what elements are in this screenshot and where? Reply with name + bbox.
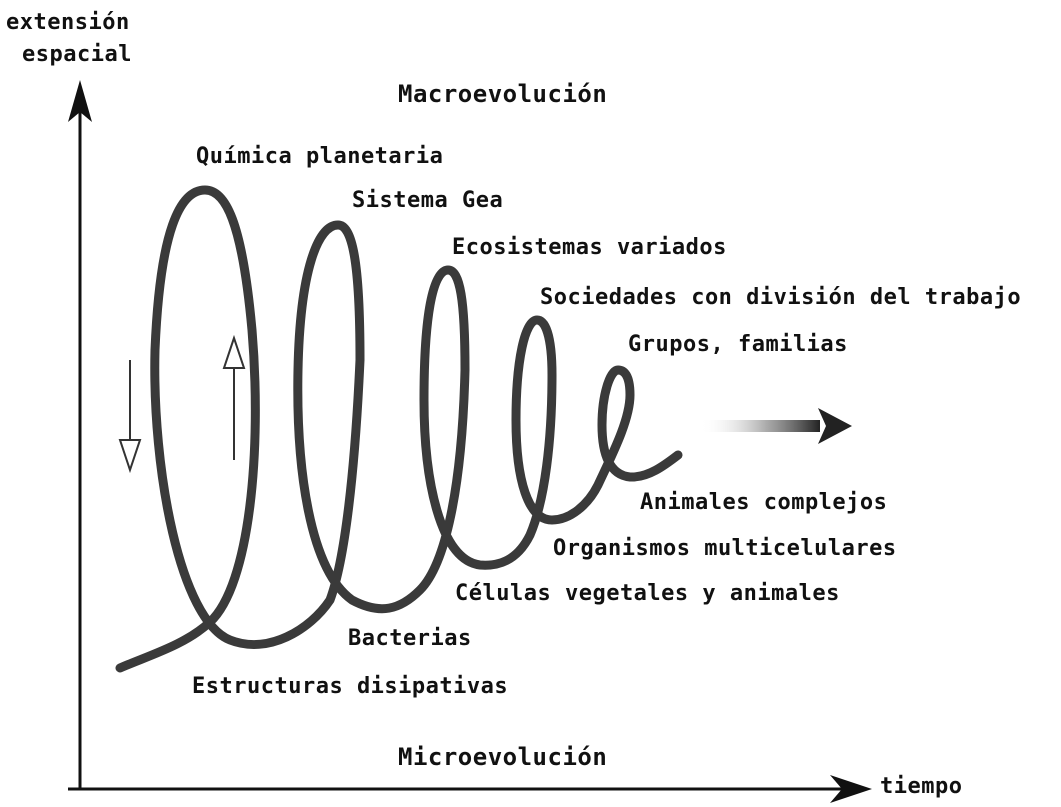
x-axis-label: tiempo (880, 774, 963, 799)
label-sociedades: Sociedades con división del trabajo (540, 285, 1022, 310)
label-organismos-multicelulares: Organismos multicelulares (553, 536, 897, 561)
label-estructuras-disipativas: Estructuras disipativas (192, 674, 509, 699)
axes (68, 80, 872, 803)
label-quimica-planetaria: Química planetaria (196, 144, 444, 169)
label-celulas: Células vegetales y animales (455, 581, 840, 606)
label-ecosistemas-variados: Ecosistemas variados (452, 235, 727, 260)
evolution-spiral (115, 185, 683, 673)
down-arrow-icon (118, 360, 142, 474)
x-axis-arrowhead (830, 775, 872, 803)
label-animales-complejos: Animales complejos (640, 490, 888, 515)
y-axis-label-line2: espacial (22, 42, 132, 67)
up-arrow-icon (222, 334, 246, 460)
label-bacterias: Bacterias (348, 626, 472, 651)
macroevolution-label: Macroevolución (398, 80, 608, 108)
time-flow-arrow-head (818, 408, 852, 444)
y-axis-label-line1: extensión (6, 10, 130, 35)
label-sistema-gea: Sistema Gea (352, 188, 504, 213)
time-flow-arrow-shaft (700, 420, 820, 432)
y-axis-arrowhead (68, 80, 92, 122)
label-grupos-familias: Grupos, familias (628, 332, 848, 357)
time-flow-arrow (700, 408, 852, 444)
microevolution-label: Microevolución (398, 743, 608, 771)
